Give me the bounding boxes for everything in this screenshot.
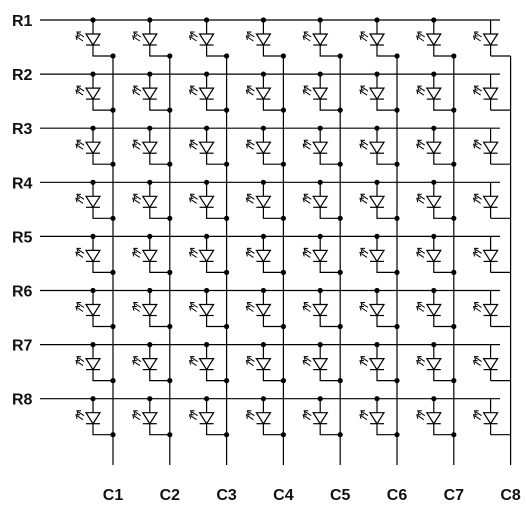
- led-icon: [75, 287, 116, 330]
- column-label-c4: C4: [273, 487, 294, 504]
- led-icon: [188, 233, 230, 275]
- led-icon: [75, 396, 116, 438]
- led-icon: [302, 71, 343, 113]
- led-icon: [188, 179, 230, 221]
- led-icon: [416, 342, 457, 384]
- led-icon: [245, 287, 286, 330]
- led-icon: [359, 71, 400, 113]
- led-icon: [188, 396, 230, 438]
- led-icon: [302, 396, 343, 438]
- led-icon: [75, 342, 116, 384]
- led-icon: [132, 17, 173, 59]
- led-icon: [75, 233, 116, 275]
- led-icon: [132, 342, 173, 384]
- led-icon: [359, 17, 400, 59]
- row-label-r6: R6: [12, 284, 33, 301]
- led-icon: [359, 396, 400, 438]
- led-icon: [245, 342, 286, 384]
- led-icon: [359, 179, 400, 221]
- column-label-c1: C1: [103, 487, 124, 504]
- led-icon: [245, 71, 286, 113]
- led-icon: [472, 128, 511, 165]
- led-icon: [75, 71, 116, 113]
- column-label-c8: C8: [500, 487, 521, 504]
- led-icon: [132, 179, 173, 221]
- led-icon: [416, 396, 457, 438]
- led-icon: [132, 125, 173, 167]
- led-icon: [472, 20, 511, 57]
- led-icon: [75, 17, 116, 59]
- led-icon: [416, 125, 457, 167]
- led-icon: [245, 179, 286, 221]
- led-icon: [416, 233, 457, 275]
- row-label-r8: R8: [12, 392, 33, 409]
- led-icon: [472, 74, 511, 111]
- led-icon: [472, 236, 511, 273]
- led-icon: [302, 179, 343, 221]
- led-icon: [188, 287, 230, 330]
- led-icon: [302, 125, 343, 167]
- row-label-r7: R7: [12, 338, 33, 355]
- column-label-c2: C2: [160, 487, 181, 504]
- led-icon: [359, 287, 400, 330]
- led-icon: [188, 125, 230, 167]
- led-icon: [416, 71, 457, 113]
- column-label-c5: C5: [330, 487, 351, 504]
- led-icon: [245, 125, 286, 167]
- led-icon: [359, 342, 400, 384]
- led-icon: [188, 71, 230, 113]
- led-icon: [472, 290, 511, 328]
- led-icon: [472, 344, 511, 382]
- led-icon: [472, 182, 511, 219]
- led-icon: [472, 398, 511, 436]
- led-icon: [359, 125, 400, 167]
- led-icon: [416, 179, 457, 221]
- led-icon: [302, 287, 343, 330]
- column-label-c6: C6: [387, 487, 408, 504]
- led-icon: [132, 233, 173, 275]
- row-label-r4: R4: [12, 175, 33, 192]
- led-icon: [416, 287, 457, 330]
- led-icon: [302, 233, 343, 275]
- row-label-r3: R3: [12, 121, 33, 138]
- led-icon: [245, 233, 286, 275]
- row-label-r5: R5: [12, 229, 33, 246]
- led-icon: [132, 287, 173, 330]
- led-icon: [302, 17, 343, 59]
- led-icon: [75, 125, 116, 167]
- led-icon: [132, 396, 173, 438]
- column-label-c3: C3: [216, 487, 237, 504]
- led-icon: [188, 17, 230, 59]
- led-icon: [416, 17, 457, 59]
- led-icon: [245, 17, 286, 59]
- row-label-r2: R2: [12, 67, 33, 84]
- led-icon: [188, 342, 230, 384]
- led-icon: [359, 233, 400, 275]
- led-icon: [302, 342, 343, 384]
- led-icon: [75, 179, 116, 221]
- row-label-r1: R1: [12, 13, 33, 30]
- led-icon: [245, 396, 286, 438]
- led-icon: [132, 71, 173, 113]
- column-label-c7: C7: [444, 487, 465, 504]
